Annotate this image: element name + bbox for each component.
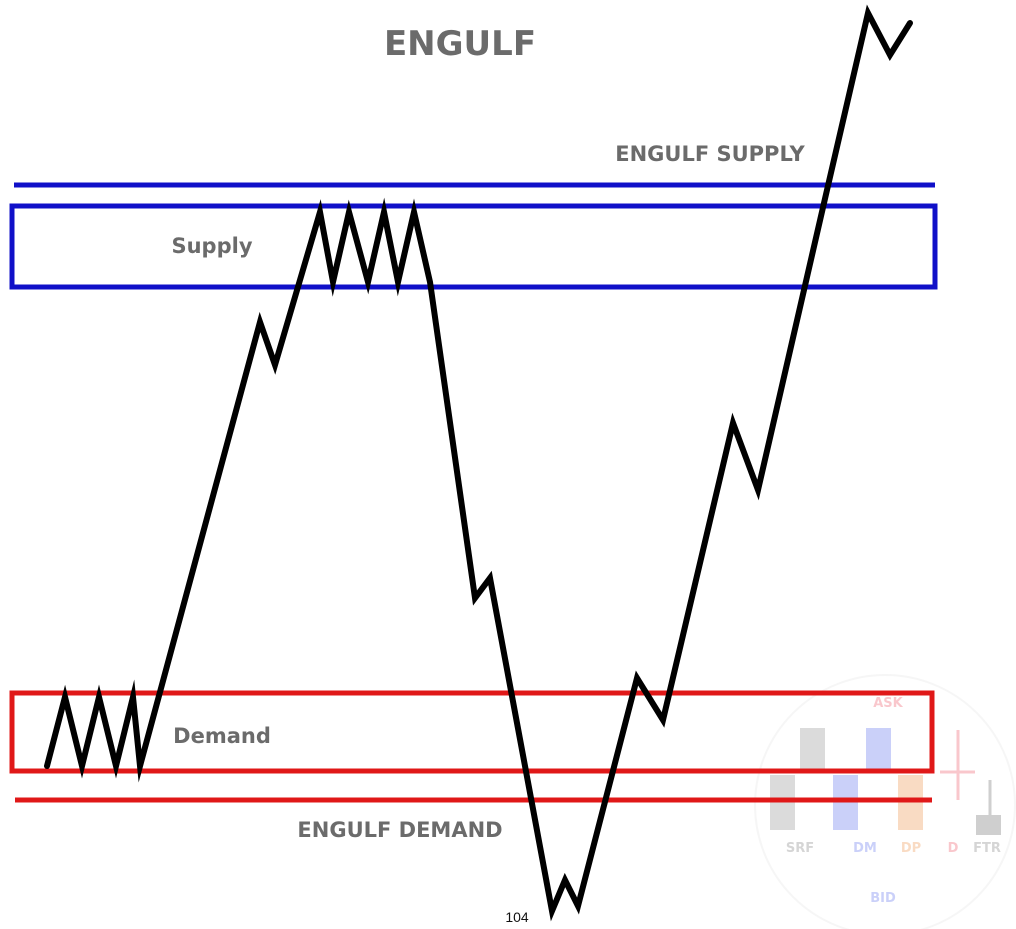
demand-zone [9,690,935,774]
page-title: ENGULF [384,24,536,64]
watermark-dp-text: DP [901,841,921,856]
watermark-dm-text: DM [853,841,877,856]
watermark-ftr-text: FTR [973,841,1001,856]
engulf-supply-label: ENGULF SUPPLY [615,142,805,166]
price-path-line [44,4,913,922]
watermark-bid-text: BID [870,891,896,906]
watermark-srf-text: SRF [786,841,814,856]
demand-zone-label: Demand [173,724,271,748]
watermark-ask-text: ASK [873,696,903,711]
supply-zone [9,203,938,290]
engulf-demand-label: ENGULF DEMAND [297,818,502,842]
page-number: 104 [505,909,529,925]
supply-zone-label: Supply [171,234,252,258]
watermark-d-text: D [948,841,959,856]
